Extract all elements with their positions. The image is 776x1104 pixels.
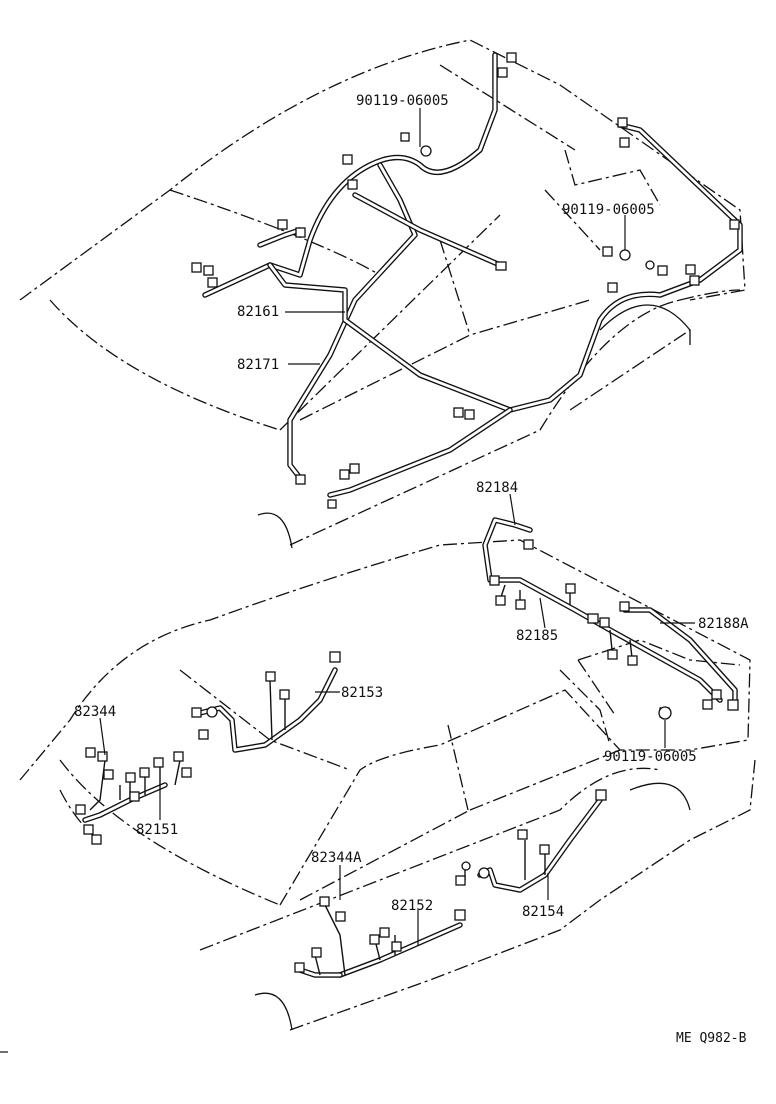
label-82344: 82344 [74,704,116,720]
harness-82152-82154 [297,797,603,978]
label-82185: 82185 [516,628,558,644]
label-82188a: 82188A [698,616,749,632]
label-82184: 82184 [476,480,518,496]
label-82152: 82152 [391,898,433,914]
label-82151: 82151 [136,822,178,838]
label-82171: 82171 [237,357,279,373]
diagram-code: ME Q982-B [676,1031,747,1046]
label-rear-clip: 90119-06005 [604,749,697,765]
label-82161: 82161 [237,304,279,320]
label-82154: 82154 [522,904,564,920]
lower-branches [89,584,633,976]
lower-connectors [75,539,739,973]
upper-connectors [191,52,740,509]
harness-82161-82171 [202,52,743,498]
upper-labels: 90119-06005 90119-06005 82161 82171 [237,93,655,373]
label-right-clip: 90119-06005 [562,202,655,218]
harness-82153 [197,667,338,753]
lower-labels: 82184 82185 82188A 90119-06005 82344 821… [74,480,749,945]
label-top-clip: 90119-06005 [356,93,449,109]
label-82344a: 82344A [311,850,362,866]
harness-82184-82188a [482,517,738,708]
harness-82151 [82,782,168,823]
label-82153: 82153 [341,685,383,701]
